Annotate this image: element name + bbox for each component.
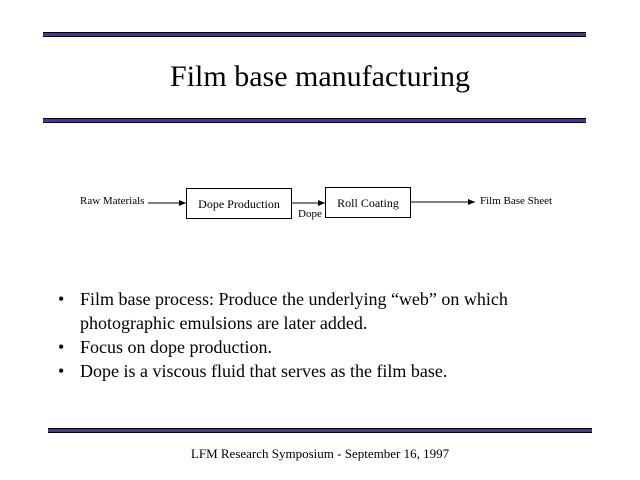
title-underline-rule bbox=[43, 118, 586, 123]
dope-production-label: Dope Production bbox=[198, 197, 280, 211]
bullet-item: • Focus on dope production. bbox=[56, 335, 616, 359]
bullet-list: • Film base process: Produce the underly… bbox=[56, 287, 616, 383]
bullet-text-line: photographic emulsions are later added. bbox=[80, 313, 368, 333]
bullet-item: • Film base process: Produce the underly… bbox=[56, 287, 616, 335]
bullet-text-line: Focus on dope production. bbox=[80, 337, 272, 357]
bullet-glyph: • bbox=[58, 337, 65, 357]
flow-arrows bbox=[148, 199, 475, 206]
raw-materials-label: Raw Materials bbox=[80, 195, 145, 207]
bullet-text-line: Film base process: Produce the underlyin… bbox=[80, 289, 508, 309]
dope-production-box: Dope Production bbox=[186, 188, 292, 219]
top-rule bbox=[43, 32, 586, 37]
dope-link-label: Dope bbox=[298, 208, 322, 220]
bullet-text-line: Dope is a viscous fluid that serves as t… bbox=[80, 361, 448, 381]
film-base-sheet-label: Film Base Sheet bbox=[480, 195, 553, 207]
roll-coating-box: Roll Coating bbox=[325, 187, 411, 218]
roll-coating-label: Roll Coating bbox=[337, 196, 399, 210]
slide-title: Film base manufacturing bbox=[170, 60, 470, 93]
process-diagram: Raw Materials Dope Production Dope Roll … bbox=[0, 170, 640, 240]
bullet-glyph: • bbox=[58, 289, 65, 309]
footer-rule bbox=[48, 428, 592, 433]
bullet-item: • Dope is a viscous fluid that serves as… bbox=[56, 359, 616, 383]
footer-text: LFM Research Symposium - September 16, 1… bbox=[190, 446, 450, 461]
bullet-glyph: • bbox=[58, 361, 65, 381]
